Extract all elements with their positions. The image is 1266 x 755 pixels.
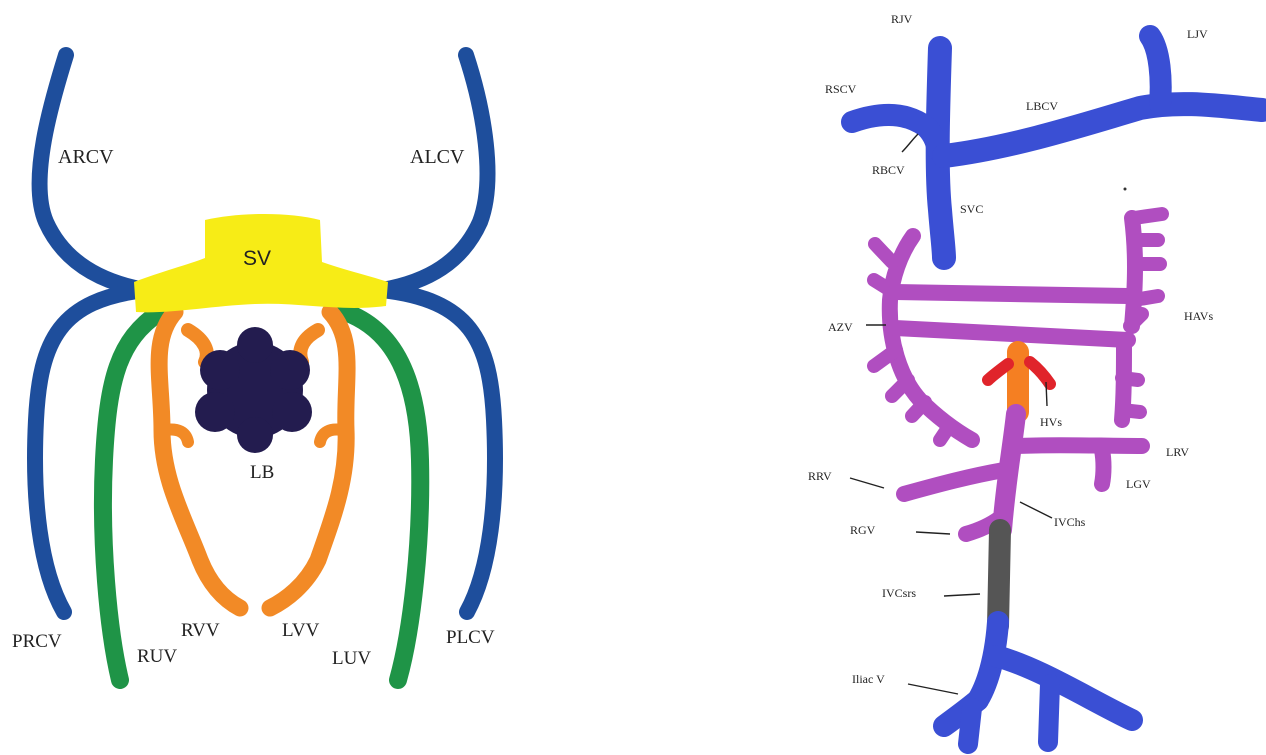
label-arcv: ARCV bbox=[58, 146, 114, 168]
leader-hvs bbox=[1046, 382, 1047, 406]
hemiazygos-tick-5 bbox=[1130, 314, 1142, 326]
label-iliac-v: Iliac V bbox=[852, 672, 885, 686]
posterior-left-cardinal-vein bbox=[382, 290, 495, 612]
hemiazygos-upper-bar bbox=[895, 292, 1128, 296]
hemiazygos-lower-bar bbox=[895, 328, 1128, 340]
label-ljv: LJV bbox=[1187, 27, 1208, 41]
vitelline-branch-right-upper bbox=[188, 330, 207, 362]
label-azv: AZV bbox=[828, 320, 853, 334]
label-lgv: LGV bbox=[1126, 477, 1151, 491]
left-diagram: ARCV ALCV SV LB PRCV RUV RVV LVV LUV PLC… bbox=[12, 55, 495, 680]
anterior-right-cardinal-vein bbox=[40, 55, 145, 290]
label-prcv: PRCV bbox=[12, 631, 62, 652]
left-iliac-vein bbox=[996, 656, 1132, 720]
label-svc: SVC bbox=[960, 202, 983, 216]
leader-ivcsrs bbox=[944, 594, 980, 596]
label-plcv: PLCV bbox=[446, 627, 495, 648]
leader-ivchs bbox=[1020, 502, 1052, 518]
label-rgv: RGV bbox=[850, 523, 876, 537]
right-subclavian-vein bbox=[852, 115, 938, 150]
left-brachiocephalic-vein bbox=[944, 104, 1262, 156]
left-renal-vein bbox=[1016, 445, 1142, 446]
label-ivcsrs: IVCsrs bbox=[882, 586, 916, 600]
label-lvv: LVV bbox=[282, 620, 320, 641]
label-sv: SV bbox=[243, 247, 271, 270]
azygos-branch-6 bbox=[940, 425, 950, 440]
azygos-branch-5 bbox=[912, 402, 925, 416]
leader-rgv bbox=[916, 532, 950, 534]
hepatic-vein-left bbox=[988, 364, 1008, 380]
leader-iliac bbox=[908, 684, 958, 694]
azygos-branch-1 bbox=[875, 244, 892, 262]
hemiazygos-tick-6 bbox=[1122, 378, 1138, 380]
label-alcv: ALCV bbox=[410, 146, 465, 168]
label-lb: LB bbox=[250, 462, 274, 483]
label-rjv: RJV bbox=[891, 12, 913, 26]
label-lbcv: LBCV bbox=[1026, 99, 1058, 113]
label-rrv: RRV bbox=[808, 469, 832, 483]
hemiazygos-tick-4 bbox=[1134, 296, 1158, 300]
leader-rbcv bbox=[902, 134, 918, 152]
left-jugular-vein bbox=[1150, 36, 1161, 104]
stray-mark bbox=[1124, 188, 1127, 191]
hemiazygos-tick-7 bbox=[1122, 410, 1140, 412]
label-rvv: RVV bbox=[181, 620, 220, 641]
label-rscv: RSCV bbox=[825, 82, 857, 96]
left-umbilical-vein bbox=[345, 312, 420, 680]
anterior-left-cardinal-vein bbox=[382, 55, 487, 290]
label-rbcv: RBCV bbox=[872, 163, 905, 177]
hemiazygos-tick-1 bbox=[1134, 214, 1162, 218]
leader-rrv bbox=[850, 478, 884, 488]
right-diagram: RJV LJV RSCV LBCV RBCV SVC AZV HAVs HVs … bbox=[808, 12, 1262, 744]
label-lrv: LRV bbox=[1166, 445, 1189, 459]
label-ruv: RUV bbox=[137, 646, 177, 667]
left-iliac-branch bbox=[1048, 684, 1050, 742]
label-havs: HAVs bbox=[1184, 309, 1213, 323]
label-luv: LUV bbox=[332, 648, 371, 669]
left-gonadal-vein bbox=[1102, 450, 1104, 484]
label-hvs: HVs bbox=[1040, 415, 1062, 429]
azygos-branch-2 bbox=[874, 280, 890, 290]
label-ivchs: IVChs bbox=[1054, 515, 1086, 529]
right-iliac-branch bbox=[968, 708, 972, 744]
hepatic-vein-right bbox=[1030, 362, 1050, 384]
right-renal-vein bbox=[904, 470, 1004, 494]
